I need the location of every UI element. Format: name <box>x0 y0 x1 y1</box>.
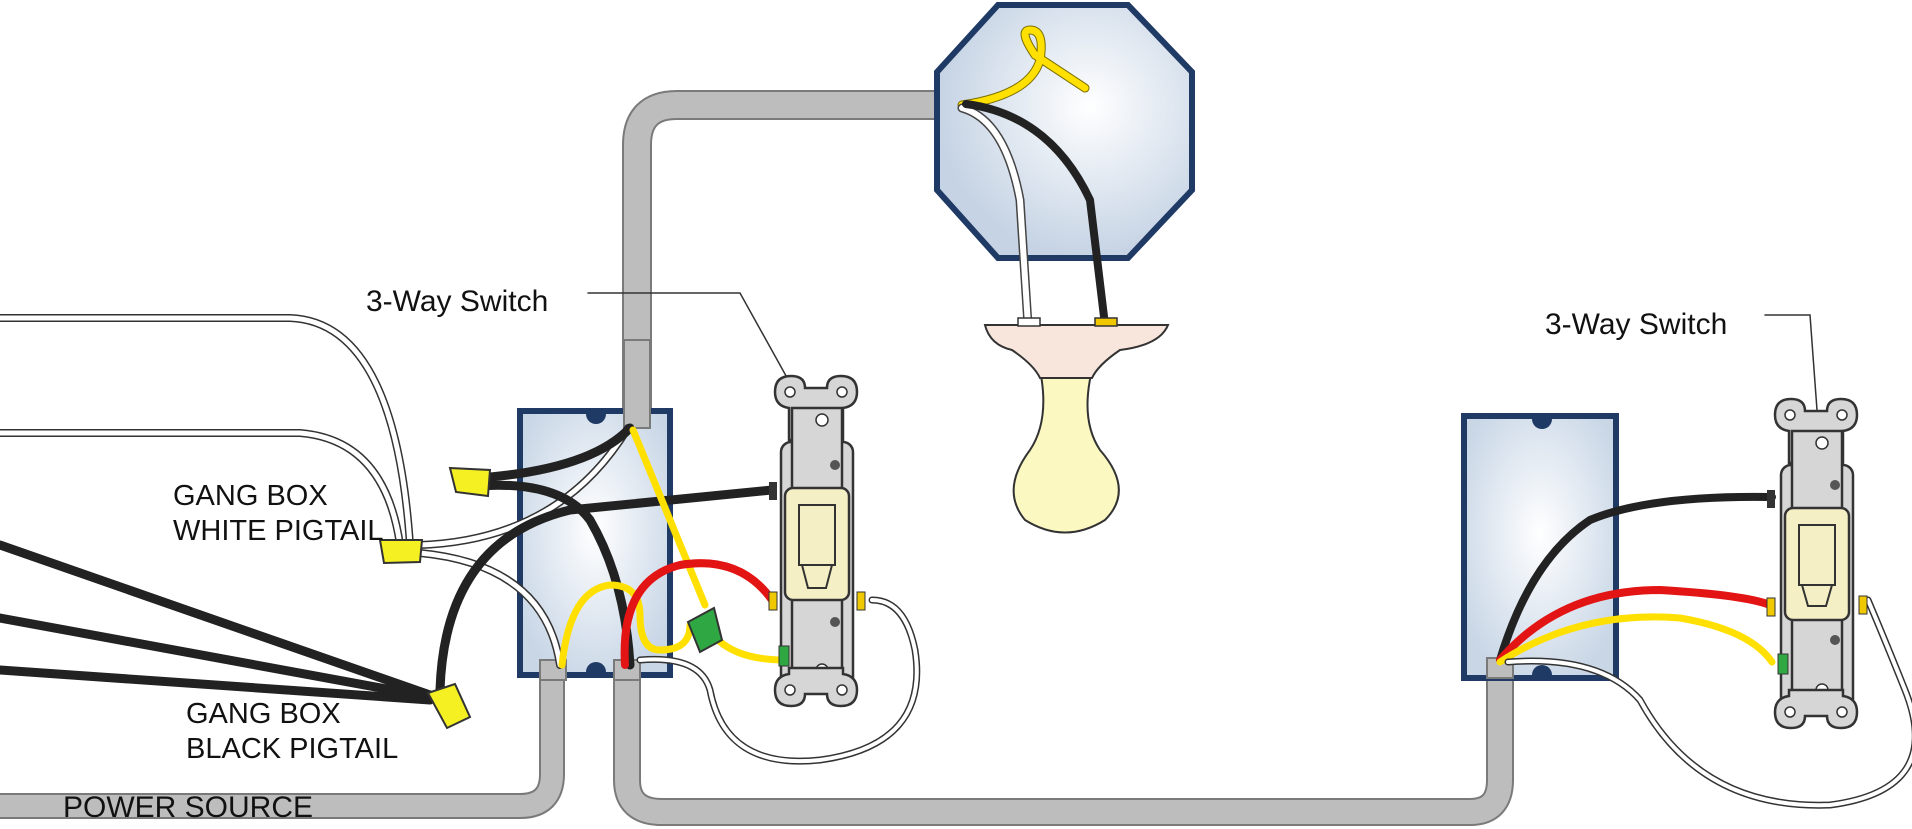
switch-label-left: 3-Way Switch <box>366 285 548 318</box>
three-way-switch-icon <box>768 374 866 708</box>
wire-nut-icon <box>686 606 724 654</box>
white-pigtail-label-line2: WHITE PIGTAIL <box>173 515 384 547</box>
conduit-stubs <box>539 339 1514 681</box>
switch-label-right: 3-Way Switch <box>1545 308 1727 341</box>
three-way-switch-icon <box>1766 397 1868 730</box>
light-bulb-icon <box>983 317 1170 534</box>
white-pigtail-label-line1: GANG BOX <box>173 480 328 512</box>
conduit-runs <box>0 90 1514 826</box>
wire-nut-icon <box>448 466 492 498</box>
power-source-label: POWER SOURCE <box>63 791 313 824</box>
black-pigtail-label-line2: BLACK PIGTAIL <box>186 733 398 765</box>
light-fixture-icon <box>934 1 1195 261</box>
wires <box>0 25 1912 809</box>
wire-nut-icon <box>426 682 472 730</box>
wire-nut-icon <box>378 539 424 565</box>
gang-box-left <box>517 408 673 678</box>
black-pigtail-label-line1: GANG BOX <box>186 698 341 730</box>
wire-nuts <box>378 466 724 730</box>
gang-box-right <box>1461 413 1619 681</box>
